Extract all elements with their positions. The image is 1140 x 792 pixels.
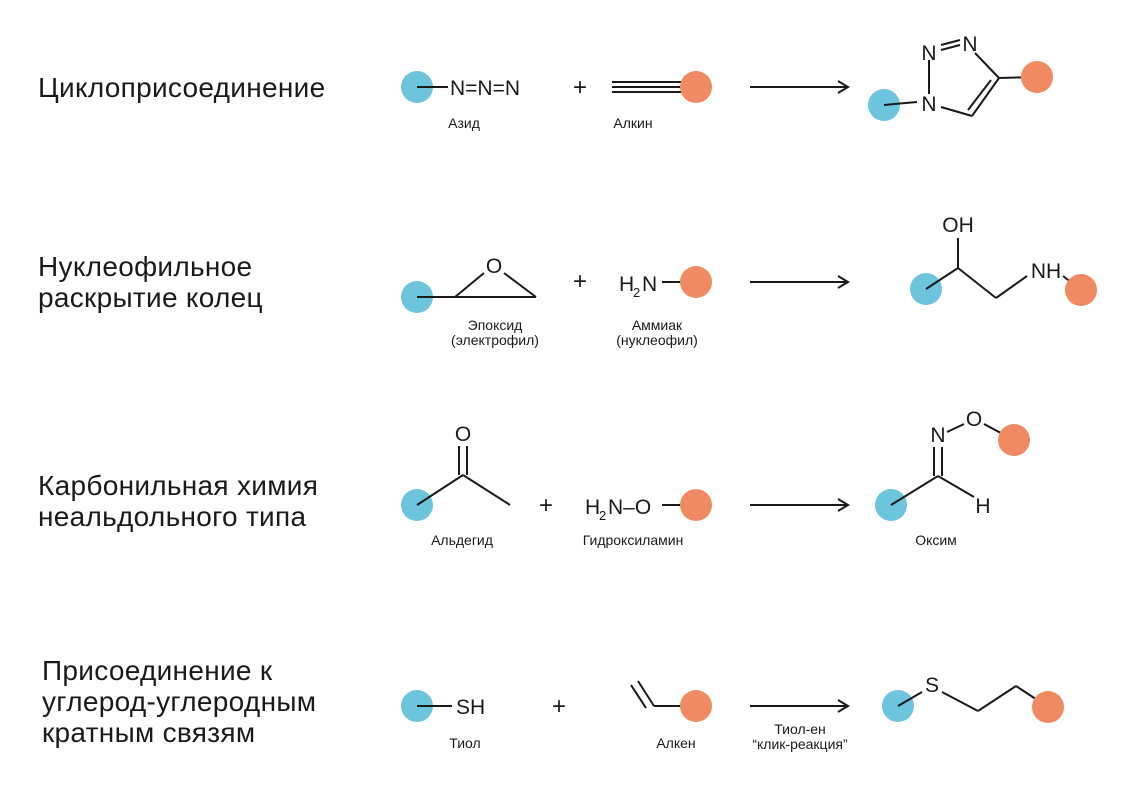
row4-alkene: Алкен: [630, 680, 712, 751]
epoxide-label: Эпоксид: [468, 317, 523, 333]
row2-ammonia: H 2 N Аммиак (нуклеофил): [616, 266, 712, 348]
row2-epoxide: O Эпоксид (электрофил): [401, 255, 539, 348]
row3-oxime-product: N O H Оксим: [875, 408, 1030, 548]
alkene-label: Алкен: [656, 735, 695, 751]
azide-label: Азид: [448, 115, 480, 131]
hydroxyl-group: OH: [942, 214, 974, 237]
row3-title-line2: неальдольного типа: [38, 501, 306, 532]
hydroxylamine-subscript: 2: [599, 508, 606, 523]
reaction-arrow: [750, 275, 850, 289]
orange-substituent-dot: [1032, 691, 1064, 723]
plus-sign: +: [539, 492, 553, 519]
ammonia-n: N: [642, 273, 657, 296]
orange-substituent-dot: [680, 71, 712, 103]
row2-aminoalcohol-product: OH NH: [910, 214, 1097, 306]
hydroxylamine-label: Гидроксиламин: [583, 532, 684, 548]
row1-title: Циклоприсоединение: [38, 72, 325, 103]
hydroxylamine-h: H: [585, 496, 600, 519]
orange-substituent-dot: [998, 424, 1030, 456]
epoxide-sublabel: (электрофил): [451, 332, 539, 348]
oxime-hydrogen: H: [975, 495, 990, 518]
row1-triazole-product: N N N: [868, 33, 1053, 121]
row2-title-line2: раскрытие колец: [38, 282, 263, 313]
reaction-arrow: [750, 498, 850, 512]
orange-substituent-dot: [1021, 61, 1053, 93]
arrow-label: Тиол-ен: [774, 721, 826, 737]
row4-title-line3: кратным связям: [42, 717, 255, 748]
row3-aldehyde: O Альдегид: [401, 423, 511, 548]
row1-azide: N=N=N Азид: [401, 71, 520, 131]
triazole-n3: N: [962, 33, 977, 56]
triazole-n1: N: [921, 93, 936, 116]
row3-title-line1: Карбонильная химия: [38, 470, 318, 501]
azide-formula: N=N=N: [450, 77, 520, 100]
ammonia-sublabel: (нуклеофил): [616, 332, 698, 348]
thiol-formula: SH: [456, 696, 485, 719]
alkyne-label: Алкин: [613, 115, 652, 131]
thiol-label: Тиол: [449, 735, 480, 751]
amine-group: NH: [1031, 260, 1061, 283]
orange-substituent-dot: [680, 266, 712, 298]
reaction-arrow: Тиол-ен “клик-реакция”: [750, 699, 850, 752]
triazole-n2: N: [921, 42, 936, 65]
plus-sign: +: [552, 693, 566, 720]
orange-substituent-dot: [680, 690, 712, 722]
oxime-oxygen: O: [966, 408, 982, 431]
thioether-sulfur: S: [925, 674, 939, 697]
row3-hydroxylamine: H 2 N–O Гидроксиламин: [583, 489, 712, 548]
plus-sign: +: [573, 74, 587, 101]
orange-substituent-dot: [1065, 274, 1097, 306]
ammonia-label: Аммиак: [632, 317, 683, 333]
hydroxylamine-n-o: N–O: [608, 496, 651, 519]
carbonyl-oxygen: O: [455, 423, 471, 446]
row4-thioether-product: S: [882, 674, 1064, 723]
oxime-label: Оксим: [915, 532, 957, 548]
arrow-sublabel: “клик-реакция”: [752, 736, 848, 752]
aldehyde-label: Альдегид: [431, 532, 493, 548]
row1-alkyne: Алкин: [612, 71, 712, 131]
ammonia-subscript: 2: [633, 285, 640, 300]
row2-title-line1: Нуклеофильное: [38, 251, 252, 282]
plus-sign: +: [573, 268, 587, 295]
oxime-nitrogen: N: [930, 424, 945, 447]
row4-title-line2: углерод-углеродным: [42, 686, 316, 717]
epoxide-oxygen: O: [486, 255, 502, 278]
row4-title-line1: Присоединение к: [42, 655, 273, 686]
orange-substituent-dot: [680, 489, 712, 521]
row4-thiol: SH Тиол: [401, 690, 485, 751]
reaction-arrow: [750, 80, 850, 94]
ammonia-h: H: [619, 273, 634, 296]
